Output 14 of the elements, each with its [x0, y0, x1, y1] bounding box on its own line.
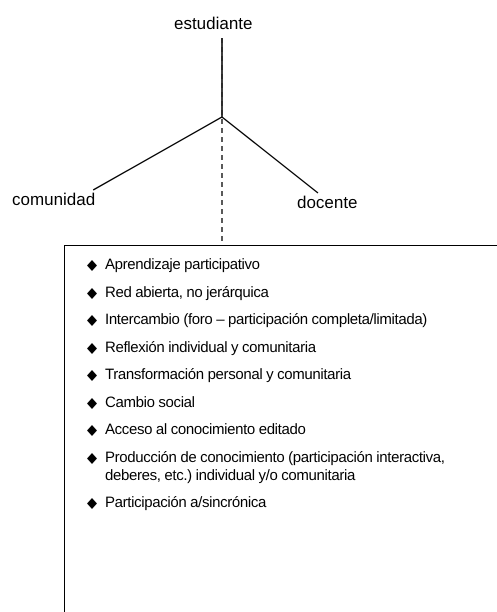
- list-item: Aprendizaje participativo: [105, 256, 261, 274]
- list-item: Reflexión individual y comunitaria: [105, 338, 318, 356]
- list-item: Intercambio (foro – participación completa/limitada): [105, 311, 428, 329]
- list-item: Acceso al conocimiento editado: [105, 421, 306, 439]
- node-label: comunidad: [12, 190, 96, 210]
- list-panel: [64, 245, 497, 612]
- list-item: Red abierta, no jerárquica: [105, 284, 270, 302]
- list-item: Participación a/sincrónica: [105, 494, 268, 512]
- node-label: docente: [297, 193, 358, 213]
- list-item: Producción de conocimiento (participación interactiva, deberes, etc.) individual y/o comunitaria: [105, 448, 446, 484]
- connector-line: [221, 38, 318, 194]
- list-item: Transformación personal y comunitaria: [105, 366, 352, 384]
- node-label: estudiante: [174, 14, 252, 34]
- list-item: Cambio social: [105, 394, 196, 412]
